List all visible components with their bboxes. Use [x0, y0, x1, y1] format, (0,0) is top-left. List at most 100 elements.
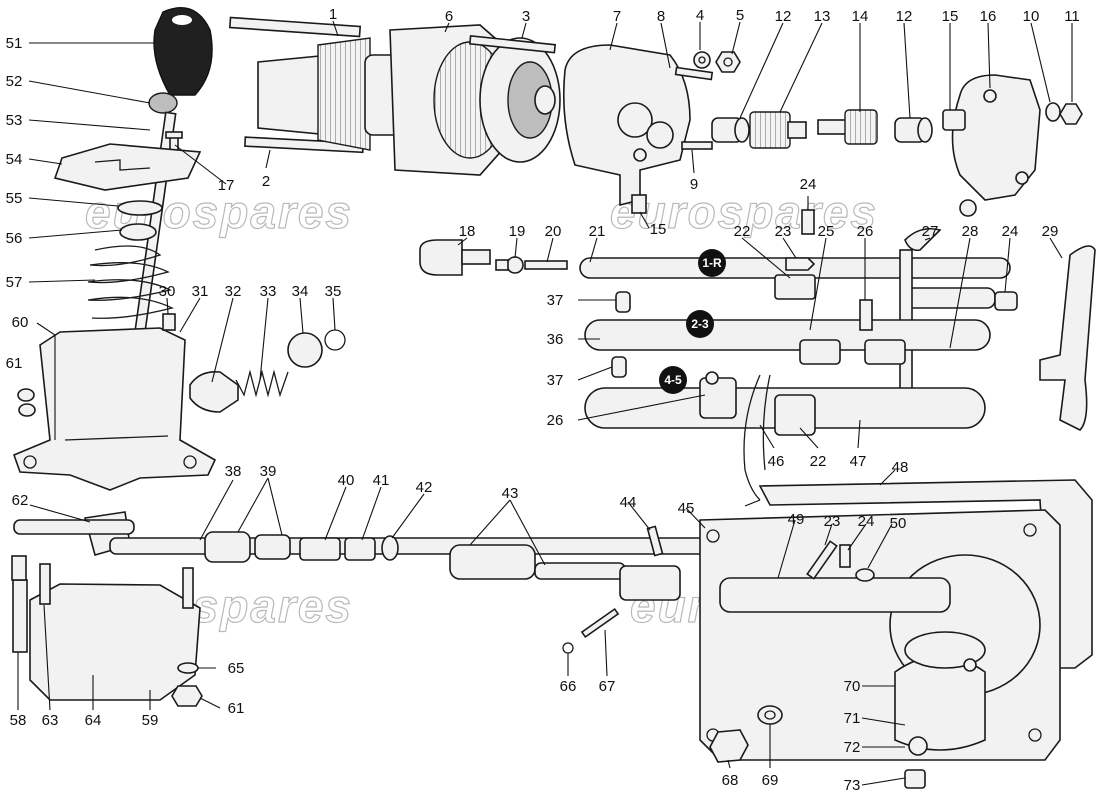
callout-15a: 15	[942, 8, 959, 25]
callout-39: 39	[260, 463, 277, 480]
callout-49: 49	[788, 511, 805, 528]
callout-62: 62	[12, 492, 29, 509]
callout-37b: 37	[547, 372, 564, 389]
pinion-13	[749, 111, 807, 149]
callout-64: 64	[85, 712, 102, 729]
callout-71: 71	[844, 710, 861, 727]
bushing-12a	[711, 117, 750, 143]
callout-18: 18	[459, 223, 476, 240]
callout-68: 68	[722, 772, 739, 789]
rod-23	[584, 299, 991, 365]
callout-23b: 23	[824, 513, 841, 530]
knob-51	[153, 7, 213, 96]
callout-1: 1	[329, 6, 337, 23]
callout-4: 4	[696, 7, 704, 24]
cover-base-64	[29, 583, 201, 701]
sleeve-41	[344, 537, 376, 561]
callout-23a: 23	[775, 223, 792, 240]
callout-48: 48	[892, 459, 909, 476]
callout-51: 51	[6, 35, 23, 52]
washer-10	[1045, 102, 1061, 122]
callout-47: 47	[850, 453, 867, 470]
coupling-39	[204, 531, 291, 563]
spring-57	[87, 245, 174, 319]
callout-21: 21	[589, 223, 606, 240]
pin-9	[681, 141, 713, 150]
callout-19: 19	[509, 223, 526, 240]
callout-67: 67	[599, 678, 616, 695]
callout-37a: 37	[547, 292, 564, 309]
callout-5: 5	[736, 7, 744, 24]
ring-35	[324, 329, 346, 351]
callout-7: 7	[613, 8, 621, 25]
bell-70	[894, 631, 986, 751]
bearing-6	[479, 37, 561, 163]
joint-end	[619, 565, 681, 601]
cup-56	[119, 223, 157, 241]
washer-55	[117, 200, 163, 216]
callout-26a: 26	[857, 223, 874, 240]
callout-73: 73	[844, 777, 861, 794]
callout-27: 27	[922, 223, 939, 240]
key-37b	[611, 356, 627, 378]
callout-15b: 15	[650, 221, 667, 238]
lever-housing-31	[12, 327, 217, 491]
key-37a	[615, 291, 631, 313]
fork-46	[743, 374, 771, 501]
callout-13: 13	[814, 8, 831, 25]
drain-plug-68	[709, 729, 749, 763]
screw-30	[162, 313, 176, 331]
clip-66	[562, 642, 574, 654]
housing-plate-7	[563, 44, 691, 214]
screw-23b	[806, 540, 838, 580]
tube-43	[449, 544, 626, 580]
stud-1	[228, 16, 362, 38]
callout-63: 63	[42, 712, 59, 729]
callout-14: 14	[852, 8, 869, 25]
stud-59	[182, 567, 194, 609]
callout-38: 38	[225, 463, 242, 480]
washer-50	[855, 568, 875, 582]
washer-65	[177, 662, 199, 674]
plug-15a	[942, 109, 966, 131]
callout-54: 54	[6, 151, 23, 168]
pin-8	[674, 66, 714, 81]
stud-58	[12, 579, 28, 653]
ring-42	[381, 535, 399, 561]
watermark-top-right: eurospares	[610, 186, 878, 238]
callout-25: 25	[818, 223, 835, 240]
callout-57: 57	[6, 274, 23, 291]
gear-badge-23-label: 2-3	[691, 317, 709, 331]
callout-56: 56	[6, 230, 23, 247]
callout-6: 6	[445, 8, 453, 25]
spring-33	[235, 369, 289, 398]
callout-36: 36	[547, 331, 564, 348]
fork-29	[994, 245, 1096, 431]
gear-badge-23: 2-3	[686, 310, 714, 338]
callout-9: 9	[690, 176, 698, 193]
nut-5	[715, 51, 741, 73]
callout-3: 3	[522, 8, 530, 25]
callout-28: 28	[962, 223, 979, 240]
callout-16: 16	[980, 8, 997, 25]
cover-16	[951, 74, 1041, 217]
washers-61	[17, 388, 36, 417]
plug-73	[904, 769, 926, 789]
sleeve-40	[299, 537, 341, 561]
gear-badge-1r: 1-R	[698, 249, 726, 277]
callout-58: 58	[10, 712, 27, 729]
callout-24c: 24	[858, 513, 875, 530]
cover-plate-45	[699, 509, 1061, 761]
callout-12b: 12	[896, 8, 913, 25]
callout-45: 45	[678, 500, 695, 517]
callout-26b: 26	[547, 412, 564, 429]
callout-22b: 22	[810, 453, 827, 470]
callout-40: 40	[338, 472, 355, 489]
gate-plate-54	[53, 143, 202, 191]
callout-32: 32	[225, 283, 242, 300]
callout-59: 59	[142, 712, 159, 729]
callout-55: 55	[6, 190, 23, 207]
callout-29: 29	[1042, 223, 1059, 240]
callout-17: 17	[218, 177, 235, 194]
callout-labels: 1 2 3 4 5 6 7 8 9 10 11 12 12 13 14 15 1…	[6, 6, 1080, 794]
